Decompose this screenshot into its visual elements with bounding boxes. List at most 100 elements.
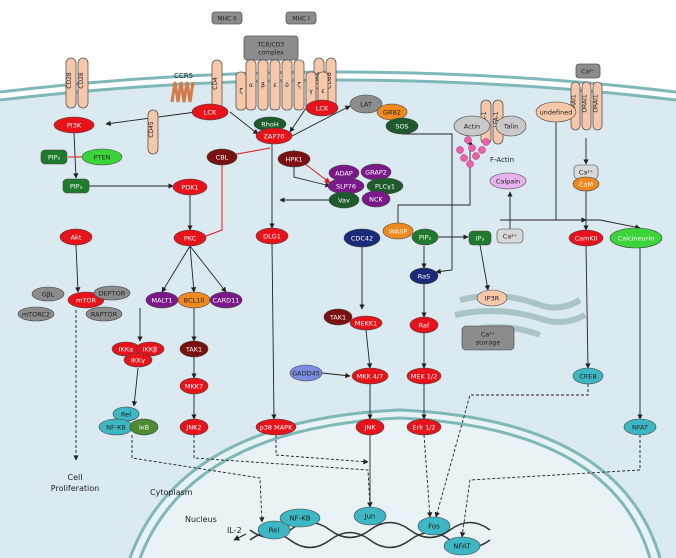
membrane-receptors: CD28CD28CD45CD4CD8ACD8BLFA-1LFA-1ORAI1OR… <box>65 11 603 155</box>
label-nodes-rel: Rel <box>121 411 131 419</box>
lck-node-2: LCK <box>305 99 339 117</box>
gadd45-node: GADD45 <box>289 364 323 382</box>
label-nodes-pkc: PKC <box>184 235 197 243</box>
plcg1-node: PLCγ1 <box>366 177 404 195</box>
camkii-node: CamKII <box>568 229 604 247</box>
label-nodes-pi3k: PI3K <box>67 122 82 130</box>
label-receptors-orai: ORAI1 <box>582 94 589 113</box>
p38-mapk-node: p38 MAPK <box>255 418 297 436</box>
label-nucleus: Nucleus <box>185 515 217 524</box>
ikb-node: IкB <box>129 418 159 436</box>
label-nodes-sos: SOS <box>395 123 408 131</box>
mhc-ii-box: MHC II <box>211 11 243 25</box>
tcr-chain-label-7: ε <box>321 88 324 95</box>
edge-30 <box>291 105 351 137</box>
label-nodes-calpain: Calpain <box>496 178 520 186</box>
edge-26 <box>321 372 351 379</box>
label-nodes-pip2a: PIP₂ <box>48 154 61 162</box>
label-nodes-jnk2: JNK2 <box>185 424 201 432</box>
label-il2: IL-2 <box>227 526 242 535</box>
label-nodes-mekk1: MEKK1 <box>355 320 377 328</box>
creb-node: CREB <box>572 367 604 385</box>
nfkb-node: NF-KB <box>98 418 134 436</box>
pip3-node: PIP₃ <box>62 178 90 194</box>
orai1-channel-a: ORAI1 <box>571 81 581 131</box>
label-nodes-ras: RaS <box>418 273 430 281</box>
ccr5-receptor: CCR5 <box>170 72 195 103</box>
tcr-chain-4: ζ <box>293 59 305 111</box>
label-nodes-ikkb: IKKβ <box>143 346 158 354</box>
tcr-chain-label-6: γ <box>309 88 313 95</box>
orai1-channel-b: ORAI1 <box>582 81 592 131</box>
label-receptors-mhc2: MHC I <box>292 16 310 23</box>
label-nodes-akt: Akt <box>71 234 82 242</box>
cbl-node: CBL <box>206 148 238 166</box>
nck-node: NCK <box>361 190 391 208</box>
label-nodes-hpk1: HPK1 <box>285 156 302 164</box>
nuclear-nfat: NFAT <box>443 536 481 556</box>
label-nodes-adap: ADAP <box>335 170 353 178</box>
tcr-chain-1: β <box>257 59 269 111</box>
hpk1-node: HPK1 <box>277 150 311 168</box>
tcr-chain-label-0: α <box>249 82 253 89</box>
label-nodes-pip3: PIP₃ <box>70 183 83 191</box>
label-nodes-actin: Actin <box>464 123 480 131</box>
erk12-node: Erk 1/2 <box>406 418 442 436</box>
raf-node: Raf <box>409 316 439 334</box>
pkc-node: PKC <box>173 229 207 247</box>
jnk-node: JNK <box>355 418 385 436</box>
label-nodes-nck: NCK <box>369 196 383 204</box>
label-nodes-lck2: LCK <box>316 105 329 113</box>
wasp-node: WASP <box>382 222 414 240</box>
label-nodes-nfat: NFAT <box>632 424 648 432</box>
cdc42-node: CDC42 <box>343 228 381 248</box>
pathway-edges <box>68 105 643 541</box>
calcium-er-release: Ca²⁺ <box>496 228 524 244</box>
label-receptors-orai: ORAI1 <box>593 94 600 113</box>
tcr-chain-label-2: ε <box>273 82 276 89</box>
pten-node: PTEN <box>81 148 123 166</box>
jnk2-node: JNK2 <box>179 418 209 436</box>
label-nodes-cam: CaM <box>579 181 593 189</box>
calpain-node: Calpain <box>489 172 527 190</box>
edge-35 <box>275 435 369 465</box>
label-nodes-lat: LAT <box>360 101 372 109</box>
deptor-node: DEPTOR <box>93 285 131 301</box>
tcr-chain-3: δ <box>281 59 293 111</box>
f-actin-filament: F-Actin <box>456 136 514 168</box>
card11-node: CARD11 <box>209 291 243 309</box>
vav-node: Vav <box>328 191 360 209</box>
label-nodes-mtor: mTOR <box>76 297 96 305</box>
nuclear-rel: Rel <box>257 520 291 540</box>
cd28-receptor-b: CD28 <box>77 57 89 109</box>
calcium-storage: Ca²⁺storage <box>461 325 515 351</box>
label-receptors-cd4: CD4 <box>212 77 219 90</box>
mkk7-node-a: MKK7 <box>179 377 209 395</box>
tcr-chain-label-3: δ <box>285 82 289 89</box>
label-receptors-lfa1b: LFA-1 <box>493 111 500 127</box>
label-nodes-ikka: IKKα <box>119 346 134 354</box>
label-receptors-cd8b: CD8B <box>326 72 333 89</box>
label-nuclear-nfat: NFAT <box>453 543 471 551</box>
label-nodes-camkii: CamKII <box>575 235 598 243</box>
tcr-chain-label-4: ζ <box>297 82 300 89</box>
label-nodes-raf: Raf <box>419 322 430 330</box>
edge-42 <box>397 139 473 223</box>
label-nodes-pten: PTEN <box>94 154 111 162</box>
label-cell-proliferation-2: Proliferation <box>51 484 99 493</box>
label-nodes-gbl: GβL <box>42 291 55 299</box>
label-nodes-ip3: IP₃ <box>476 235 485 243</box>
malt1-node: MALT1 <box>145 291 179 309</box>
label-nodes-jnk: JNK <box>363 424 376 432</box>
tcr-chain-0: α <box>245 59 257 111</box>
label-receptors-tcr-1: complex <box>258 50 284 57</box>
label-receptors-tcr-0: TCR/CD3 <box>257 42 285 49</box>
mhc-i-box: MHC I <box>285 11 317 25</box>
ip3-node: IP₃ <box>468 230 492 246</box>
label-nuclear-jun: Jun <box>364 513 376 521</box>
label-receptors-cd28: CD28 <box>66 72 73 89</box>
